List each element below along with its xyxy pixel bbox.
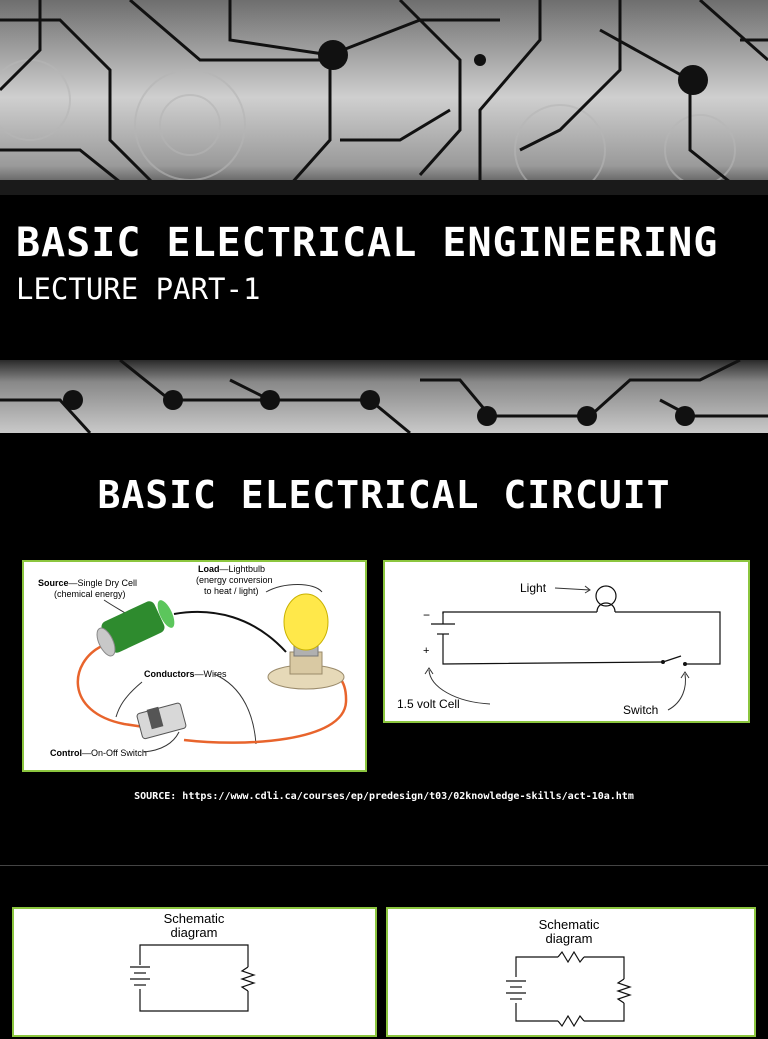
negative-terminal: −	[423, 608, 430, 622]
schematic-panel-right: Schematic diagram	[386, 907, 756, 1037]
on-off-switch	[136, 702, 187, 740]
schematic-panel-left: Schematic diagram	[12, 907, 377, 1037]
control-label-rest: —On-Off Switch	[82, 748, 147, 758]
light-label: Light	[520, 581, 547, 595]
right-label-line2: diagram	[546, 931, 593, 946]
cell-label: 1.5 volt Cell	[397, 697, 460, 711]
load-label-rest: —Lightbulb	[220, 564, 266, 574]
left-label-line2: diagram	[171, 925, 218, 940]
right-label-line1: Schematic	[539, 917, 600, 932]
load-label-bold: Load	[198, 564, 220, 574]
svg-text:Conductors—Wires: Conductors—Wires	[144, 669, 227, 679]
source-label-bold: Source	[38, 578, 69, 588]
lecture-subtitle: LECTURE PART-1	[16, 272, 261, 306]
switch-label: Switch	[623, 703, 658, 717]
svg-text:Control—On-Off Switch: Control—On-Off Switch	[50, 748, 147, 758]
circuit-banner-top	[0, 0, 768, 195]
load-sublabel-2: to heat / light)	[204, 586, 259, 596]
lecture-title: BASIC ELECTRICAL ENGINEERING	[16, 220, 719, 266]
slide-divider	[0, 865, 768, 866]
conductors-label-bold: Conductors	[144, 669, 195, 679]
schematic-circuit-panel: − + Light 1.5 volt Cell Switch	[383, 560, 750, 723]
control-label-bold: Control	[50, 748, 82, 758]
positive-terminal: +	[423, 645, 429, 657]
pictorial-circuit-diagram: Source—Single Dry Cell (chemical energy)…	[38, 564, 348, 758]
dry-cell-battery	[96, 600, 175, 657]
schematic-circuit-diagram: − + Light 1.5 volt Cell Switch	[397, 581, 721, 717]
title-slide: BASIC ELECTRICAL ENGINEERING LECTURE PAR…	[0, 0, 768, 433]
source-citation: SOURCE: https://www.cdli.ca/courses/ep/p…	[134, 791, 634, 802]
left-label-line1: Schematic	[164, 911, 225, 926]
circuit-banner-bottom	[0, 360, 768, 433]
pictorial-circuit-panel: Source—Single Dry Cell (chemical energy)…	[22, 560, 367, 772]
source-sublabel: (chemical energy)	[54, 589, 126, 599]
source-label-rest: —Single Dry Cell	[69, 578, 138, 588]
schematic-diagram-right: Schematic diagram	[506, 917, 632, 1028]
circuit-slide: BASIC ELECTRICAL CIRCUIT Source—Single D…	[0, 433, 768, 865]
schematic-diagram-left: Schematic diagram	[130, 911, 256, 1012]
svg-text:Source—Single Dry Cell: Source—Single Dry Cell	[38, 578, 137, 588]
circuit-slide-title: BASIC ELECTRICAL CIRCUIT	[97, 473, 671, 517]
svg-text:Load—Lightbulb: Load—Lightbulb	[198, 564, 265, 574]
conductors-label-rest: —Wires	[195, 669, 227, 679]
load-sublabel-1: (energy conversion	[196, 575, 273, 585]
lightbulb	[267, 593, 345, 690]
schematic-slide: Schematic diagram Schematic diagram	[0, 866, 768, 1037]
